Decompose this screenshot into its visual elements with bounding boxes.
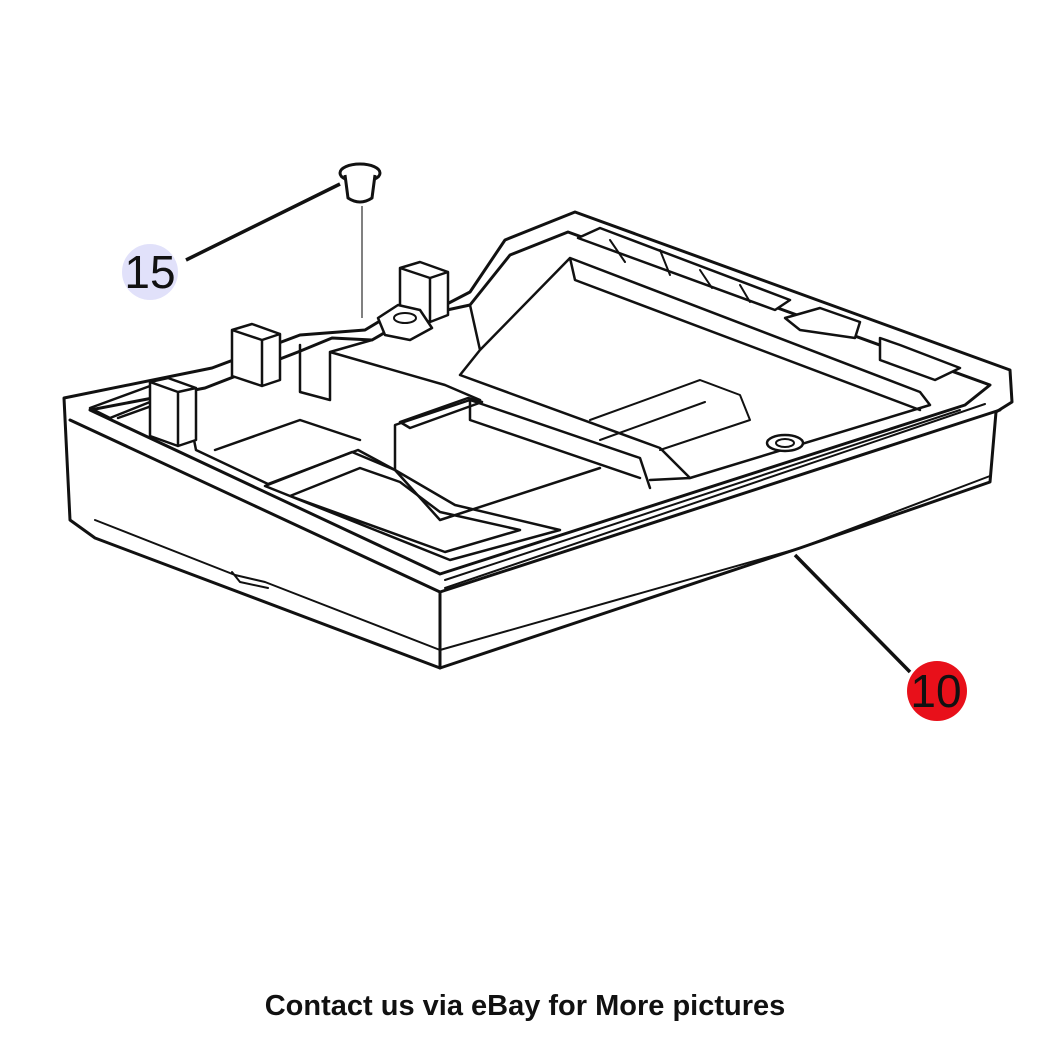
tray-rear-left-walls <box>213 338 482 452</box>
callout-10-leader <box>793 553 912 674</box>
tray-front-face <box>68 408 1002 670</box>
tray-bottom-notch <box>231 571 269 589</box>
tray-bottom-band <box>94 475 991 651</box>
callout-10-label: 10 <box>910 665 961 717</box>
insert-body <box>343 174 377 204</box>
callout-15-label: 15 <box>124 246 175 298</box>
tray-rim-edge <box>444 403 986 589</box>
tray-drain-hole-inner <box>775 438 795 448</box>
tray-rear-slot-detail <box>609 239 751 303</box>
tray-boss-hole <box>393 312 417 324</box>
callout-10-marker <box>907 661 967 721</box>
callout-15-leader <box>185 182 341 262</box>
callout-15[interactable]: 15 <box>122 182 341 300</box>
tray-floor-ridge <box>589 379 751 451</box>
tray-right-compartment <box>458 256 932 482</box>
callout-10[interactable]: 10 <box>793 553 967 721</box>
tray-rear-slot-1 <box>576 226 792 312</box>
tray-rear-slot-2 <box>783 306 862 340</box>
footer-contact-text: Contact us via eBay for More pictures <box>264 990 786 1022</box>
tray-outer-body <box>62 210 1014 670</box>
tray-post-left-1 <box>230 322 282 388</box>
tray-center-divider-top <box>398 396 484 430</box>
insert-part <box>338 162 382 204</box>
tray-part <box>62 210 1014 670</box>
tray-post-left-3 <box>148 376 198 448</box>
callout-15-marker <box>122 244 178 300</box>
tray-front-pocket <box>263 450 562 562</box>
tray-rear-slot-3 <box>878 336 962 382</box>
